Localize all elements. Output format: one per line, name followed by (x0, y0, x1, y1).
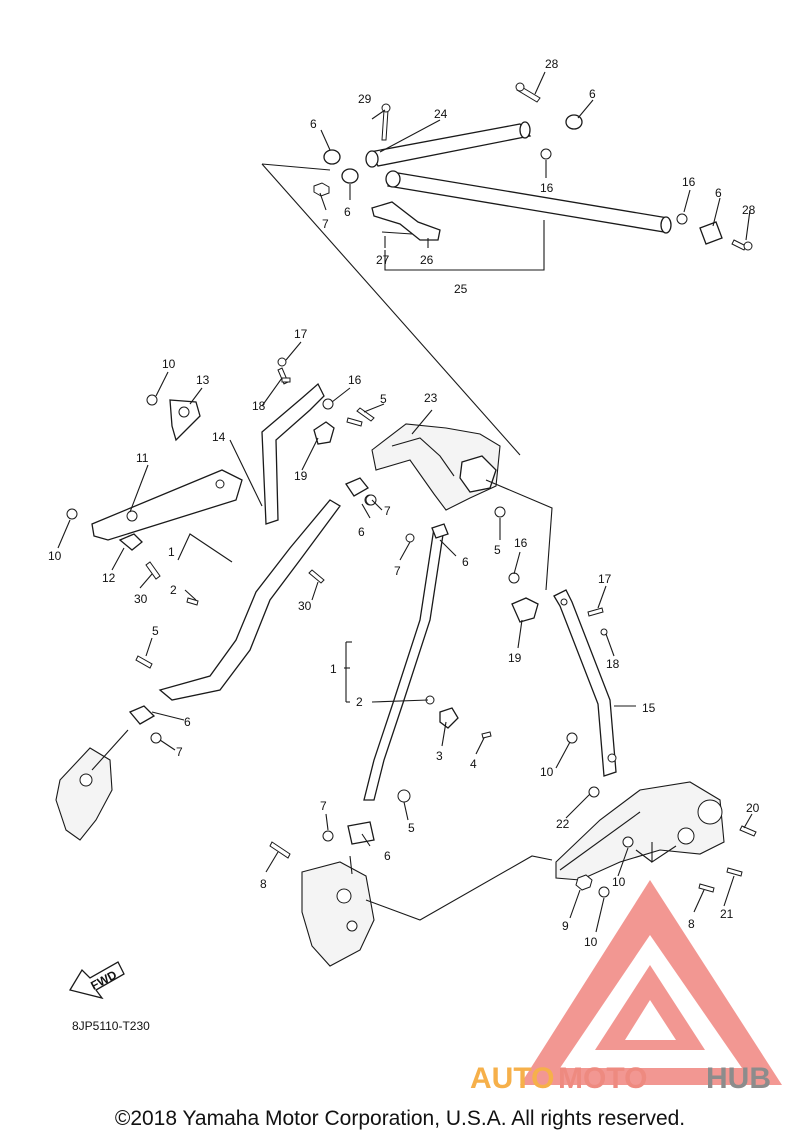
right-bracket-assembly (508, 551, 757, 933)
part-label-20: 20 (746, 801, 760, 815)
part-label-6h: 6 (384, 849, 391, 863)
part-label-5a: 5 (380, 392, 387, 406)
part-label-3: 3 (436, 749, 443, 763)
part-label-30b: 30 (298, 599, 312, 613)
part-label-6e: 6 (358, 525, 365, 539)
part-label-5d: 5 (408, 821, 415, 835)
part-label-16b: 16 (682, 175, 696, 189)
part-label-28b: 28 (742, 203, 756, 217)
part-label-22: 22 (556, 817, 570, 831)
drawing-code: 8JP5110-T230 (72, 1019, 150, 1033)
watermark-text: AUTO MOTO HUB (470, 1062, 771, 1095)
watermark-auto: AUTO (470, 1062, 554, 1095)
part-label-6a: 6 (589, 87, 596, 101)
part-label-17b: 17 (598, 572, 612, 586)
part-label-18a: 18 (252, 399, 266, 413)
copyright-notice: ©2018 Yamaha Motor Corporation, U.S.A. A… (115, 1107, 685, 1130)
part-label-10a: 10 (162, 357, 176, 371)
part-label-21: 21 (720, 907, 734, 921)
part-label-16d: 16 (514, 536, 528, 550)
part-label-2a: 2 (170, 583, 177, 597)
part-label-10d: 10 (612, 875, 626, 889)
part-label-7e: 7 (320, 799, 327, 813)
part-label-18b: 18 (606, 657, 620, 671)
part-label-14: 14 (212, 430, 226, 444)
part-label-17a: 17 (294, 327, 308, 341)
part-label-23: 23 (424, 391, 438, 405)
part-label-29: 29 (358, 92, 372, 106)
part-label-7c: 7 (394, 564, 401, 578)
part-label-10e: 10 (584, 935, 598, 949)
part-label-7d: 7 (176, 745, 183, 759)
fwd-arrow-icon: FWD (68, 961, 125, 1000)
part-label-13: 13 (196, 373, 210, 387)
upper-bar-assembly (261, 71, 753, 456)
part-label-19a: 19 (294, 469, 308, 483)
left-bracket-assembly (55, 341, 376, 841)
part-label-8b: 8 (688, 917, 695, 931)
part-label-12: 12 (102, 571, 116, 585)
part-label-6c: 6 (715, 186, 722, 200)
part-label-15: 15 (642, 701, 656, 715)
part-label-19b: 19 (508, 651, 522, 665)
part-label-30a: 30 (134, 592, 148, 606)
part-label-2b: 2 (356, 695, 363, 709)
part-label-5c: 5 (152, 624, 159, 638)
part-label-24: 24 (434, 107, 448, 121)
part-label-6g: 6 (184, 715, 191, 729)
part-label-4: 4 (470, 757, 477, 771)
watermark-moto: MOTO (558, 1062, 647, 1095)
part-label-11: 11 (136, 451, 149, 465)
watermark-logo (520, 880, 782, 1085)
part-label-10b: 10 (48, 549, 62, 563)
part-label-9: 9 (562, 919, 569, 933)
part-label-26: 26 (420, 253, 434, 267)
center-bracket-assembly (265, 403, 553, 967)
part-label-16c: 16 (348, 373, 362, 387)
part-label-7a: 7 (322, 217, 329, 231)
part-label-5b: 5 (494, 543, 501, 557)
part-label-7b: 7 (384, 504, 391, 518)
watermark-hub: HUB (706, 1062, 771, 1095)
part-label-16a: 16 (540, 181, 554, 195)
part-label-6d: 6 (344, 205, 351, 219)
part-labels: 28 6 29 24 6 16 16 6 6 7 28 27 26 25 17 … (48, 57, 760, 949)
part-label-6b: 6 (310, 117, 317, 131)
part-label-28a: 28 (545, 57, 559, 71)
part-label-1b: 1 (330, 662, 337, 676)
part-label-25: 25 (454, 282, 468, 296)
part-label-8a: 8 (260, 877, 267, 891)
part-label-1a: 1 (168, 545, 175, 559)
part-label-6f: 6 (462, 555, 469, 569)
part-label-10c: 10 (540, 765, 554, 779)
part-label-27: 27 (376, 253, 390, 267)
